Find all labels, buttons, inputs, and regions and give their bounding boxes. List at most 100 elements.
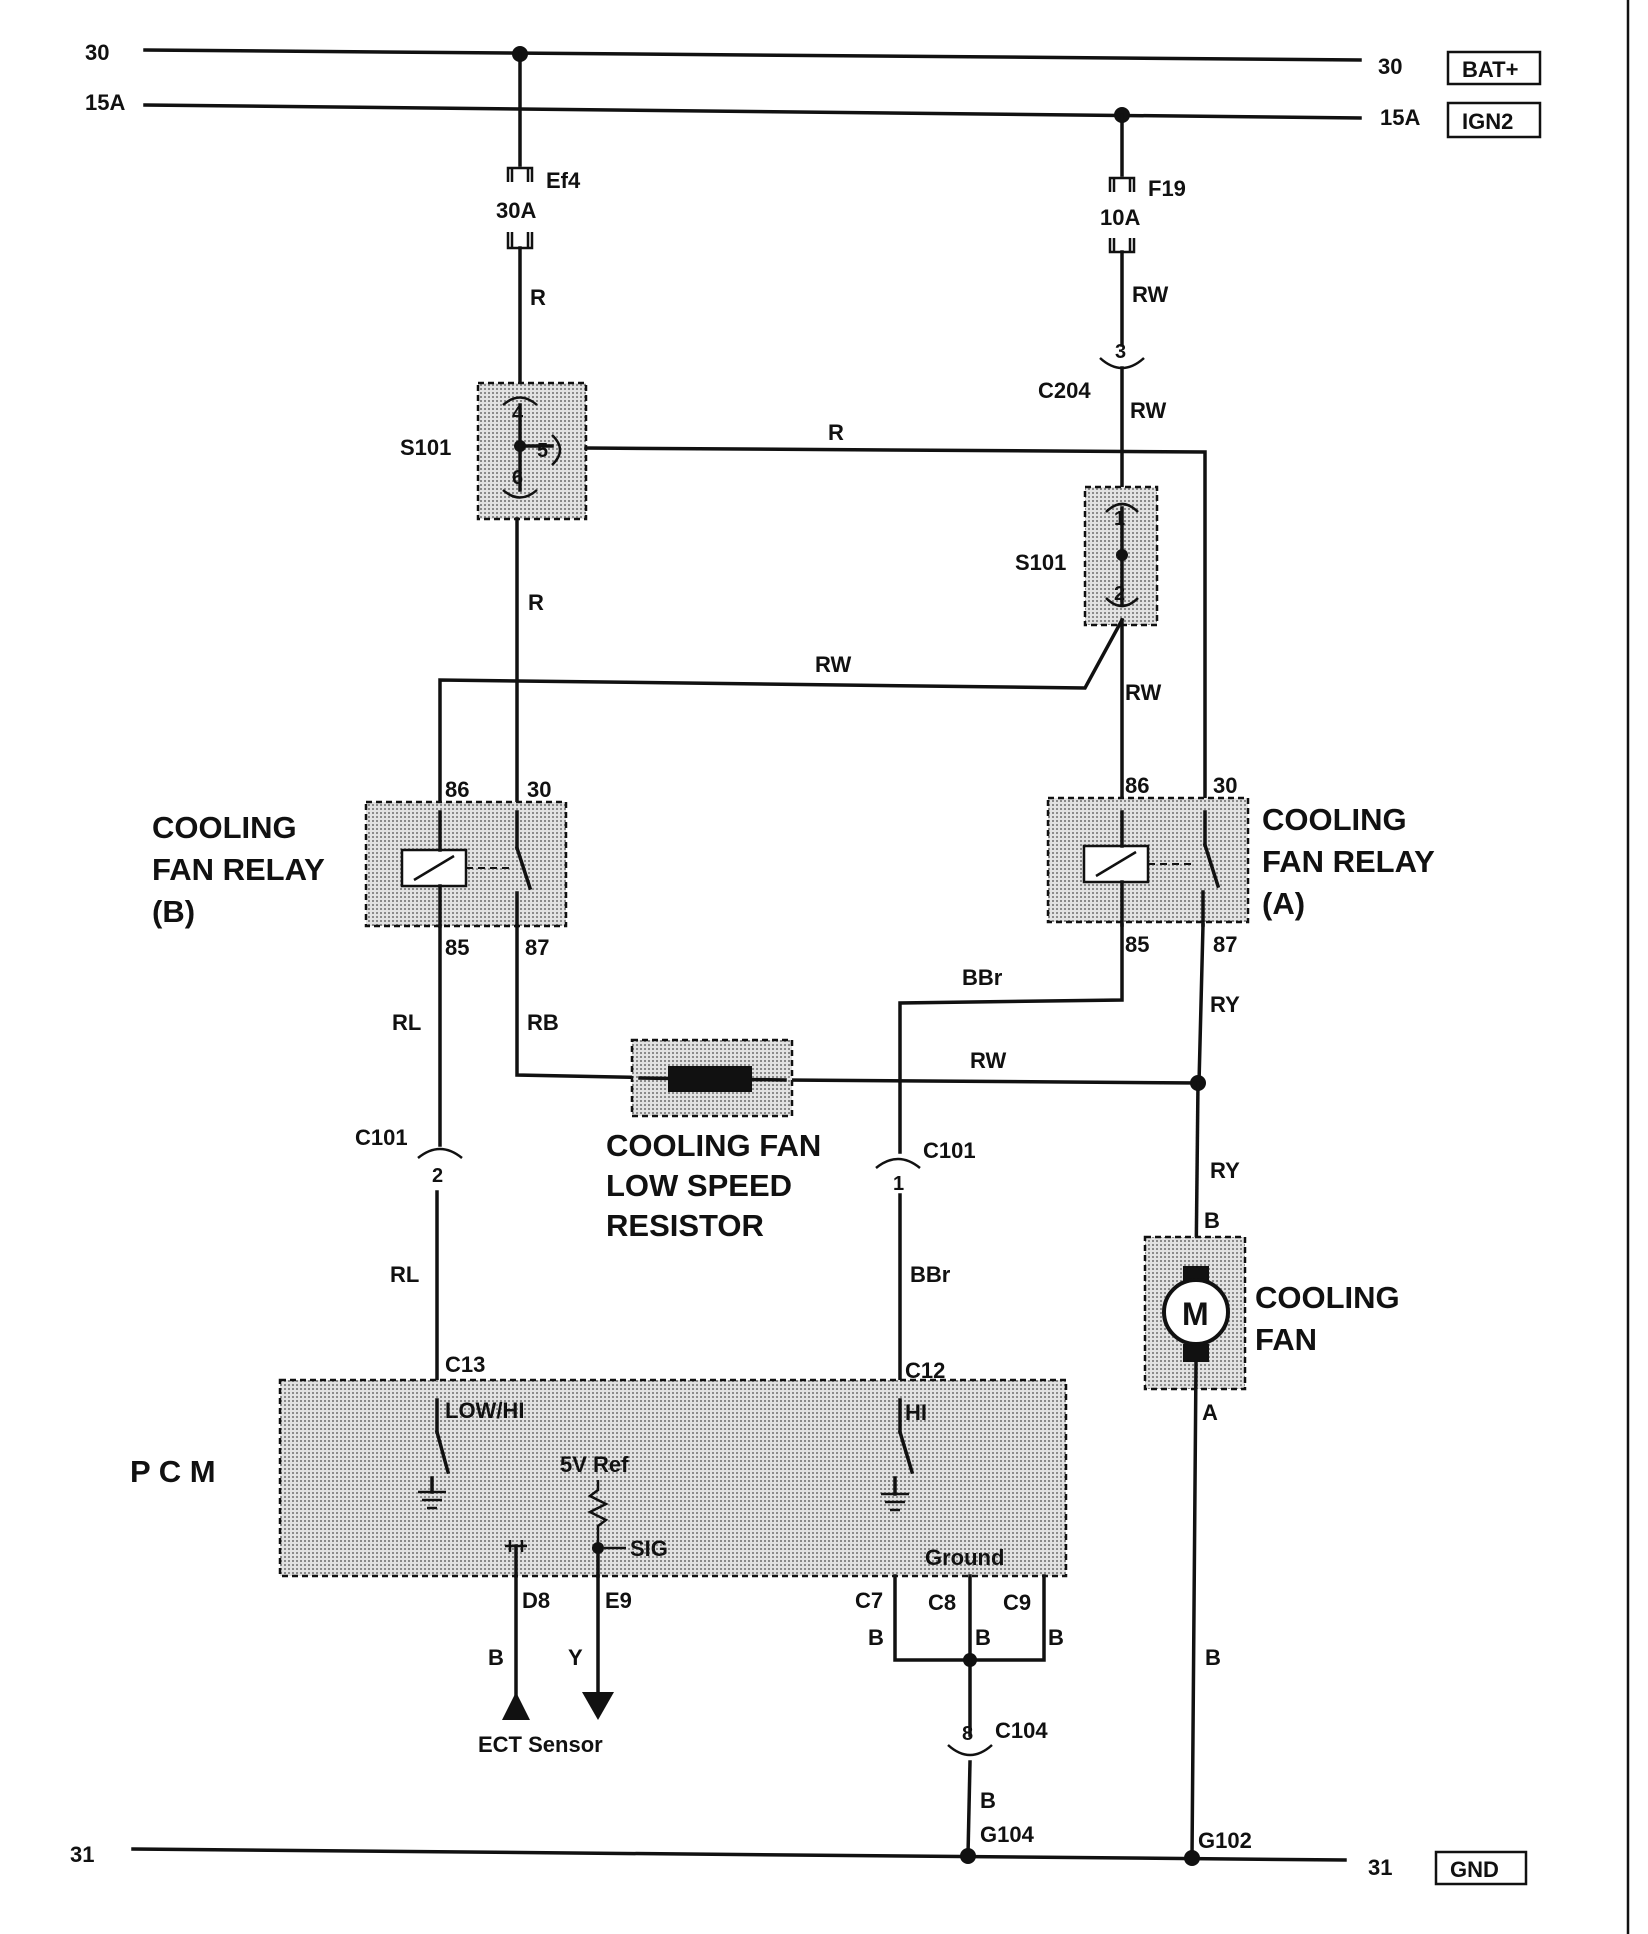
fan-pin-b: B	[1204, 1208, 1220, 1233]
f19-rating: 10A	[1100, 205, 1140, 230]
wire-r-mid: R	[528, 590, 544, 615]
s101-left-label: S101	[400, 435, 451, 460]
bat-rail-right-label: 30	[1378, 54, 1402, 79]
wire-r-top: R	[530, 285, 546, 310]
cooling-fan-relay-b: 86 30 85 87 COOLING FAN RELAY (B)	[152, 777, 568, 960]
pcm-sig: SIG	[630, 1536, 668, 1561]
relay-a-pin-85: 85	[1125, 932, 1149, 957]
f19-label: F19	[1148, 176, 1186, 201]
pcm-hi: HI	[905, 1400, 927, 1425]
relay-b-pin-85: 85	[445, 935, 469, 960]
gnd-rail-right-label: 31	[1368, 1855, 1392, 1880]
wire-b-c8: B	[975, 1625, 991, 1650]
connector-c101-right: 1 C101	[875, 1138, 976, 1195]
c101-right-pin: 1	[893, 1173, 904, 1195]
cooling-fan-motor: M B A COOLING FAN	[1143, 1208, 1400, 1425]
resistor-label-2: LOW SPEED	[606, 1168, 792, 1203]
resistor-label-1: COOLING FAN	[606, 1128, 821, 1163]
relay-a-pin-30: 30	[1213, 773, 1237, 798]
gnd-rail-left-label: 31	[70, 1842, 94, 1867]
wire-rw-f19: RW	[1132, 282, 1168, 307]
c204-pin: 3	[1115, 341, 1126, 363]
g102-label: G102	[1198, 1828, 1252, 1853]
ect-sensor-up-arrow	[502, 1692, 530, 1720]
g102-ground-dot	[1184, 1850, 1200, 1866]
pcm-c13: C13	[445, 1352, 485, 1377]
relay-b-pin-86: 86	[445, 777, 469, 802]
ground-rail: 31 31 GND	[70, 1842, 1528, 1886]
wire-ry-upper: RY	[1210, 992, 1240, 1017]
wire-b-c7: B	[868, 1625, 884, 1650]
relay-b-pin-87: 87	[525, 935, 549, 960]
c101-left-label: C101	[355, 1125, 408, 1150]
wire-y-e9: Y	[568, 1645, 583, 1670]
c104-label: C104	[995, 1718, 1048, 1743]
pcm-pin-c9: C9	[1003, 1590, 1031, 1615]
wire-b-d8: B	[488, 1645, 504, 1670]
ef4-label: Ef4	[546, 168, 581, 193]
fuse-f19: F19 10A	[1100, 176, 1186, 254]
connector-c101-left: 2 C101	[355, 1125, 463, 1187]
ign-rail-right-label: 15A	[1380, 105, 1420, 130]
pcm-pin-e9: E9	[605, 1588, 632, 1613]
s101-pin-5: 5	[537, 440, 548, 462]
wire-b-fan: B	[1205, 1645, 1221, 1670]
c101-left-pin: 2	[432, 1165, 443, 1187]
s101-pin-2: 2	[1114, 583, 1125, 605]
wire-rw-s101b: RW	[1125, 680, 1161, 705]
relay-a-pin-86: 86	[1125, 773, 1149, 798]
relay-b-title-3: (B)	[152, 894, 195, 929]
relay-b-title-1: COOLING	[152, 810, 297, 845]
c101-right-label: C101	[923, 1138, 976, 1163]
g104-label: G104	[980, 1822, 1035, 1847]
s101-pin-4: 4	[512, 403, 524, 425]
fan-pin-a: A	[1202, 1400, 1218, 1425]
pcm-pin-c8: C8	[928, 1590, 956, 1615]
s101-pin-1: 1	[1114, 508, 1125, 530]
ign2-rail: 15A 15A IGN2	[85, 90, 1542, 139]
ect-sensor-down-arrow	[582, 1692, 614, 1720]
ect-sensor-label: ECT Sensor	[478, 1732, 603, 1757]
pcm-ground: Ground	[925, 1545, 1004, 1570]
c104-pin: 8	[962, 1723, 973, 1745]
relay-a-pin-87: 87	[1213, 932, 1237, 957]
g104-ground-dot	[960, 1848, 976, 1864]
wire-bbr-lower: BBr	[910, 1262, 951, 1287]
s101-pin-6: 6	[512, 467, 523, 489]
wire-rw-resistor: RW	[970, 1048, 1006, 1073]
wire-rw-c204: RW	[1130, 398, 1166, 423]
fan-label-2: FAN	[1255, 1322, 1317, 1357]
fuse-ef4: Ef4 30A	[496, 166, 581, 250]
wire-ry-lower: RY	[1210, 1158, 1240, 1183]
wire-rl-lower: RL	[390, 1262, 419, 1287]
relay-b-pin-30: 30	[527, 777, 551, 802]
ign-rail-left-label: 15A	[85, 90, 125, 115]
wire-b-c9: B	[1048, 1625, 1064, 1650]
resistor-label-3: RESISTOR	[606, 1208, 764, 1243]
fan-label-1: COOLING	[1255, 1280, 1400, 1315]
wire-r-s101: R	[828, 420, 844, 445]
cooling-fan-low-speed-resistor: COOLING FAN LOW SPEED RESISTOR	[606, 1038, 821, 1243]
pcm-5v-ref: 5V Ref	[560, 1452, 629, 1477]
connector-c104: 8 C104	[947, 1718, 1048, 1757]
gnd-tag: GND	[1450, 1857, 1499, 1882]
wire-rl-upper: RL	[392, 1010, 421, 1035]
wire-b-c104: B	[980, 1788, 996, 1813]
connector-c204: 3 C204	[1038, 341, 1145, 403]
relay-a-title-3: (A)	[1262, 886, 1305, 921]
relay-a-title-2: FAN RELAY	[1262, 844, 1435, 879]
pcm-module: P C M C13 LOW/HI C12 HI 5V Ref SIG Groun…	[130, 1352, 1068, 1578]
bat-plus-tag: BAT+	[1462, 57, 1518, 82]
c204-label: C204	[1038, 378, 1091, 403]
ef4-rating: 30A	[496, 198, 536, 223]
pcm-c12: C12	[905, 1358, 945, 1383]
ign2-tag: IGN2	[1462, 109, 1513, 134]
wire-rb: RB	[527, 1010, 559, 1035]
pcm-label: P C M	[130, 1454, 216, 1489]
relay-a-title-1: COOLING	[1262, 802, 1407, 837]
s101-right-label: S101	[1015, 550, 1066, 575]
pcm-pin-d8: D8	[522, 1588, 550, 1613]
fan-motor-symbol: M	[1182, 1296, 1209, 1332]
splice-s101-left: 4 5 6 S101	[400, 381, 588, 521]
